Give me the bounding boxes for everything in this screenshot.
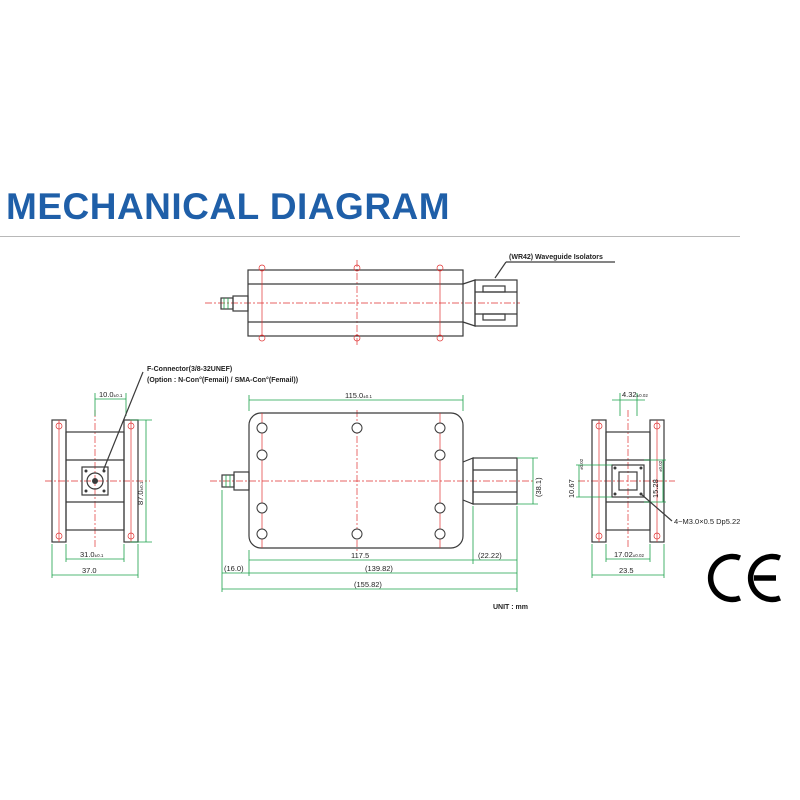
left-height: 87.0 <box>136 490 145 505</box>
svg-text:115.0±0.1: 115.0±0.1 <box>345 391 372 400</box>
svg-text:10.0±0.1: 10.0±0.1 <box>99 390 123 399</box>
waveguide-callout: (WR42) Waveguide Isolators <box>494 254 615 279</box>
right-height-right-tol: ±0.02 <box>658 460 663 472</box>
front-length: 117.5 <box>351 551 369 560</box>
right-outer-width: 23.5 <box>619 566 634 575</box>
front-connector-length: (16.0) <box>224 564 244 573</box>
right-height-right: 15.28 <box>651 479 660 498</box>
front-view-dimensions: 115.0±0.1 (38.1) 117.5 (22.22) (16.0) (1… <box>221 391 543 592</box>
right-top-width: 4.32 <box>622 390 637 399</box>
svg-text:87.0±0.1: 87.0±0.1 <box>136 481 145 505</box>
thread-note: 4−M3.0×0.5 Dp5.22 <box>674 517 740 526</box>
connector-label: F-Connector(3/8-32UNEF) <box>147 366 232 373</box>
left-inner-width: 31.0 <box>80 550 95 559</box>
right-view-dimensions: 4.32±0.02 10.67 ±0.02 15.28 ±0.02 17.02±… <box>567 390 740 578</box>
right-inner-width: 17.02 <box>614 550 633 559</box>
svg-text:17.02±0.02: 17.02±0.02 <box>614 550 645 559</box>
front-body-length: 115.0 <box>345 391 363 400</box>
front-body-plus-connector: (139.82) <box>365 564 393 573</box>
ce-mark: CE <box>707 553 782 603</box>
front-flange-height: (38.1) <box>534 477 543 497</box>
front-mount-holes <box>256 422 446 540</box>
right-height-left: 10.67 <box>567 479 576 498</box>
right-side-view <box>578 410 675 548</box>
svg-text:4.32±0.02: 4.32±0.02 <box>622 390 648 399</box>
left-outer-width: 37.0 <box>82 566 97 575</box>
front-view <box>210 410 535 552</box>
front-overall-length: (155.82) <box>354 580 382 589</box>
left-side-view <box>45 410 150 548</box>
left-view-dimensions: 10.0±0.1 87.0±0.1 31.0±0.1 37.0 <box>51 390 152 578</box>
left-top-width: 10.0 <box>99 390 114 399</box>
top-view <box>205 260 520 345</box>
waveguide-label: (WR42) Waveguide Isolators <box>509 254 603 261</box>
front-flange-length: (22.22) <box>478 551 502 560</box>
connector-callout: F-Connector(3/8-32UNEF) (Option : N-Con°… <box>102 366 298 472</box>
title-divider <box>0 236 740 237</box>
page-title: MECHANICAL DIAGRAM <box>6 186 451 227</box>
connector-option-label: (Option : N-Con°(Femail) / SMA-Con°(Fema… <box>147 376 298 384</box>
unit-label: UNIT : mm <box>493 604 528 611</box>
svg-text:31.0±0.1: 31.0±0.1 <box>80 550 104 559</box>
right-height-left-tol: ±0.02 <box>579 458 584 470</box>
